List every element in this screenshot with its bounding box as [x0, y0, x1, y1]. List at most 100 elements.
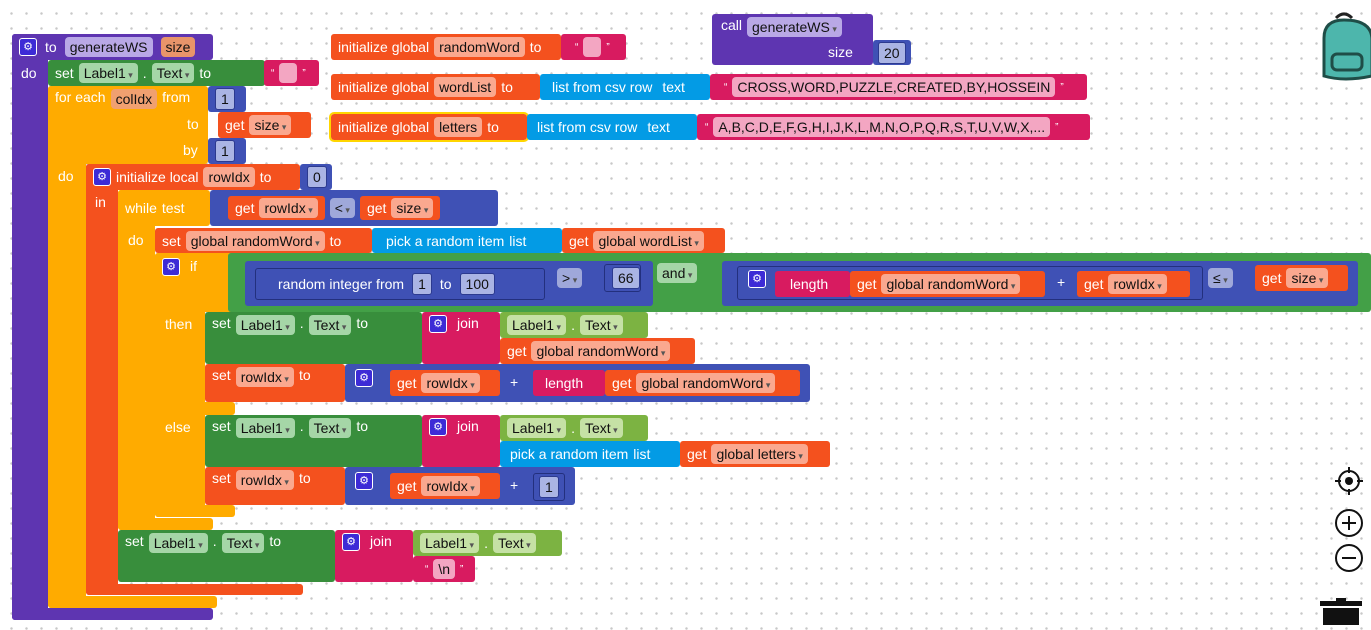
gear-icon[interactable]: ⚙: [93, 168, 111, 186]
number-field[interactable]: 66: [612, 267, 640, 289]
var-dropdown[interactable]: global randomWord: [636, 373, 776, 393]
component-dropdown[interactable]: Label1: [148, 533, 208, 553]
component-dropdown[interactable]: Label1: [507, 418, 567, 438]
number-block[interactable]: 20: [873, 40, 911, 65]
var-dropdown[interactable]: global randomWord: [531, 341, 671, 361]
var-dropdown[interactable]: global randomWord: [881, 274, 1021, 294]
join-block[interactable]: ⚙join: [422, 312, 500, 364]
number-field[interactable]: 20: [878, 41, 906, 64]
gear-icon[interactable]: ⚙: [342, 533, 360, 551]
label-text-getter[interactable]: Label1.Text: [413, 530, 562, 556]
operator-dropdown[interactable]: ≤: [1208, 268, 1233, 288]
property-dropdown[interactable]: Text: [221, 533, 265, 553]
var-dropdown[interactable]: size: [1286, 268, 1329, 288]
procedure-stripe[interactable]: [12, 34, 48, 620]
var-dropdown[interactable]: rowIdx: [421, 476, 480, 496]
property-dropdown[interactable]: Text: [579, 418, 623, 438]
number-block[interactable]: 1: [208, 86, 246, 112]
number-block[interactable]: 0: [300, 164, 332, 190]
while-stripe[interactable]: [118, 190, 155, 530]
var-dropdown[interactable]: global randomWord: [185, 230, 325, 251]
number-field[interactable]: 1: [412, 273, 432, 295]
procedure-name-field[interactable]: generateWS: [64, 37, 153, 57]
operator-dropdown[interactable]: >: [557, 268, 583, 288]
loop-var-field[interactable]: colIdx: [110, 89, 158, 109]
trash-icon[interactable]: [1320, 598, 1362, 625]
set-rowIdx-block[interactable]: setrowIdxto: [205, 467, 345, 505]
set-rowIdx-block[interactable]: setrowIdxto: [205, 364, 345, 402]
var-dropdown[interactable]: rowIdx: [1108, 274, 1167, 294]
property-dropdown[interactable]: Text: [492, 533, 536, 553]
center-target-button[interactable]: [1334, 466, 1364, 496]
length-block[interactable]: length: [775, 271, 850, 297]
gear-icon[interactable]: ⚙: [748, 270, 766, 288]
global-name-field[interactable]: letters: [434, 117, 483, 137]
and-dropdown[interactable]: and: [657, 263, 698, 283]
component-dropdown[interactable]: Label1: [235, 315, 295, 335]
number-field[interactable]: 1: [215, 140, 235, 162]
var-dropdown[interactable]: rowIdx: [421, 373, 480, 393]
var-dropdown[interactable]: global wordList: [593, 230, 704, 251]
number-field[interactable]: 0: [307, 166, 327, 188]
gear-icon[interactable]: ⚙: [429, 315, 447, 333]
local-stripe[interactable]: [86, 164, 118, 595]
for-each-block[interactable]: for each colIdx from: [48, 86, 208, 164]
procedure-dropdown[interactable]: generateWS: [747, 17, 842, 37]
number-field[interactable]: 100: [459, 273, 495, 295]
gear-icon[interactable]: ⚙: [19, 38, 37, 56]
property-dropdown[interactable]: Text: [308, 418, 352, 438]
zoom-in-button[interactable]: [1334, 508, 1364, 538]
zoom-out-button[interactable]: [1334, 543, 1364, 573]
text-field[interactable]: A,B,C,D,E,F,G,H,I,J,K,L,M,N,O,P,Q,R,S,T,…: [713, 117, 1051, 137]
text-field[interactable]: [583, 37, 602, 57]
newline-text-block[interactable]: “\n”: [413, 556, 475, 582]
property-dropdown[interactable]: Text: [579, 315, 623, 335]
text-block[interactable]: “A,B,C,D,E,F,G,H,I,J,K,L,M,N,O,P,Q,R,S,T…: [697, 114, 1090, 140]
global-name-field[interactable]: randomWord: [434, 37, 525, 57]
text-field[interactable]: \n: [433, 559, 456, 579]
global-name-field[interactable]: wordList: [434, 77, 497, 97]
var-dropdown[interactable]: rowIdx: [259, 198, 318, 218]
text-field[interactable]: [279, 63, 298, 83]
gear-icon[interactable]: ⚙: [429, 418, 447, 436]
gear-icon[interactable]: ⚙: [162, 258, 180, 276]
gear-icon[interactable]: ⚙: [355, 472, 373, 490]
number-block[interactable]: 66: [604, 264, 641, 292]
label-text-getter[interactable]: Label1.Text: [500, 312, 648, 338]
set-label-block[interactable]: set Label1 . Text to: [48, 60, 265, 86]
text-block[interactable]: “”: [264, 60, 319, 86]
var-dropdown[interactable]: rowIdx: [235, 470, 294, 490]
gear-icon[interactable]: ⚙: [355, 369, 373, 387]
var-dropdown[interactable]: global letters: [711, 444, 808, 464]
label-text-getter[interactable]: Label1.Text: [500, 415, 648, 441]
number-block[interactable]: 1: [208, 138, 246, 164]
local-var-field[interactable]: rowIdx: [203, 167, 255, 187]
procedure-generateWS[interactable]: ⚙ to generateWS size: [12, 34, 213, 60]
operator-dropdown[interactable]: <: [329, 198, 355, 218]
random-integer-block[interactable]: random integer from 1 to 100: [255, 268, 545, 300]
var-dropdown[interactable]: rowIdx: [235, 367, 294, 387]
backpack-icon[interactable]: [1316, 10, 1371, 82]
component-dropdown[interactable]: Label1: [420, 533, 480, 553]
number-field[interactable]: 1: [539, 476, 559, 498]
number-block[interactable]: 1: [533, 473, 565, 501]
property-dropdown[interactable]: Text: [308, 315, 352, 335]
